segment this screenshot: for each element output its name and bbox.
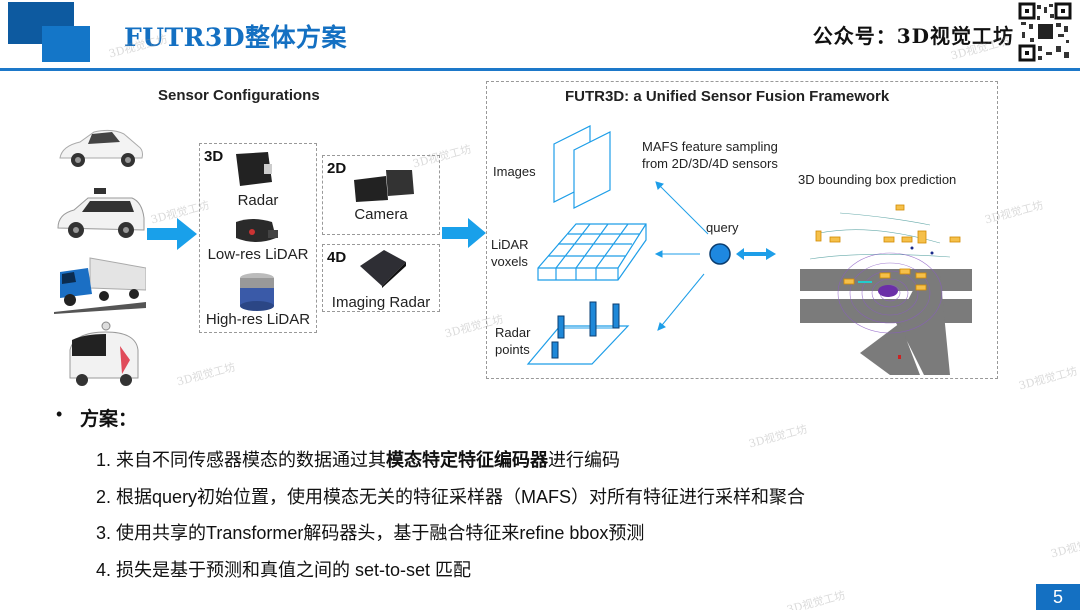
lidar-label: LiDAR <box>491 237 529 252</box>
list-item-number: 3. <box>96 523 112 543</box>
radar-sensor-image <box>236 152 272 186</box>
voxels-label: voxels <box>491 254 528 269</box>
account-label: 公众号：3D视觉工坊 <box>812 24 1014 48</box>
prediction-label: 3D bounding box prediction <box>798 172 957 187</box>
car-image <box>59 129 143 167</box>
framework-title: FUTR3D: a Unified Sensor Fusion Framewor… <box>565 88 890 105</box>
delivery-robot-image <box>69 321 139 386</box>
list-item-text: 根据query初始位置，使用模态无关的特征采样器（MAFS）对所有特征进行采样和… <box>116 487 806 507</box>
bullet-dot: • <box>56 404 63 424</box>
group-tag-2d: 2D <box>327 160 347 177</box>
slide-title: FUTR3D整体方案 <box>124 23 348 52</box>
watermark: 3D视觉工坊 <box>175 360 237 389</box>
list-item-number: 2. <box>96 487 112 507</box>
arrow-right-icon <box>147 218 197 250</box>
minivan-image <box>57 188 145 238</box>
sampling-arrows <box>654 181 709 331</box>
list-item-text: 使用共享的Transformer解码器头，基于融合特征来refine bbox预… <box>116 523 645 543</box>
lidar-voxel-grid-icon <box>537 223 647 281</box>
sensor-label-low-res-lidar: Low-res LiDAR <box>207 246 309 263</box>
watermark: 3D视觉工坊 <box>1049 532 1080 561</box>
bullet-title: 方案： <box>80 409 138 430</box>
watermark: 3D视觉工坊 <box>1017 364 1079 393</box>
list-item: 1. 来自不同传感器模态的数据通过其模态特定特征编码器进行编码 <box>96 446 620 472</box>
watermark: 3D视觉工坊 <box>785 588 847 610</box>
list-item-number: 4. <box>96 560 112 580</box>
query-label: query <box>706 220 739 235</box>
mafs-label-line1: MAFS feature sampling <box>642 139 778 154</box>
sensor-label-camera: Camera <box>354 206 408 223</box>
bev-prediction-image <box>800 203 972 375</box>
watermark: 3D视觉工坊 <box>747 422 809 451</box>
images-label: Images <box>493 164 536 179</box>
sensor-label-high-res-lidar: High-res LiDAR <box>205 311 311 328</box>
low-res-lidar-image <box>236 219 278 242</box>
header-divider <box>0 68 1080 71</box>
list-item: 3. 使用共享的Transformer解码器头，基于融合特征来refine bb… <box>96 519 644 545</box>
list-item: 2. 根据query初始位置，使用模态无关的特征采样器（MAFS）对所有特征进行… <box>96 483 805 509</box>
query-node-icon <box>709 243 731 265</box>
logo-square-light <box>42 26 90 62</box>
radar-points-icon <box>526 301 630 365</box>
high-res-lidar-image <box>240 273 274 311</box>
arrow-right-icon <box>442 218 486 248</box>
list-item-text: 来自不同传感器模态的数据通过其 <box>116 450 387 470</box>
sensor-label-imaging-radar: Imaging Radar <box>331 294 431 311</box>
sensor-configurations-title: Sensor Configurations <box>158 87 320 104</box>
group-tag-3d: 3D <box>204 148 224 165</box>
sensor-label-radar: Radar <box>237 192 279 209</box>
mafs-label-line2: from 2D/3D/4D sensors <box>642 156 778 171</box>
truck-image <box>54 257 146 314</box>
qr-code-icon <box>1018 2 1072 62</box>
list-item-number: 1. <box>96 450 112 470</box>
list-item-text: 损失是基于预测和真值之间的 set-to-set 匹配 <box>116 560 472 580</box>
image-planes-icon <box>553 125 611 209</box>
radar-label: Radar <box>495 325 531 340</box>
page-number: 5 <box>1036 584 1080 610</box>
framework-diagram <box>526 125 776 365</box>
list-item-bold-text: 模态特定特征编码器 <box>386 450 549 470</box>
camera-image <box>354 170 414 202</box>
group-tag-4d: 4D <box>327 249 347 266</box>
list-item: 4. 损失是基于预测和真值之间的 set-to-set 匹配 <box>96 556 471 582</box>
bidirectional-arrow-icon <box>736 248 776 260</box>
framework-diagram-frame <box>486 81 998 379</box>
points-label: points <box>495 342 530 357</box>
list-item-text-suffix: 进行编码 <box>548 450 621 470</box>
imaging-radar-image <box>360 250 406 288</box>
